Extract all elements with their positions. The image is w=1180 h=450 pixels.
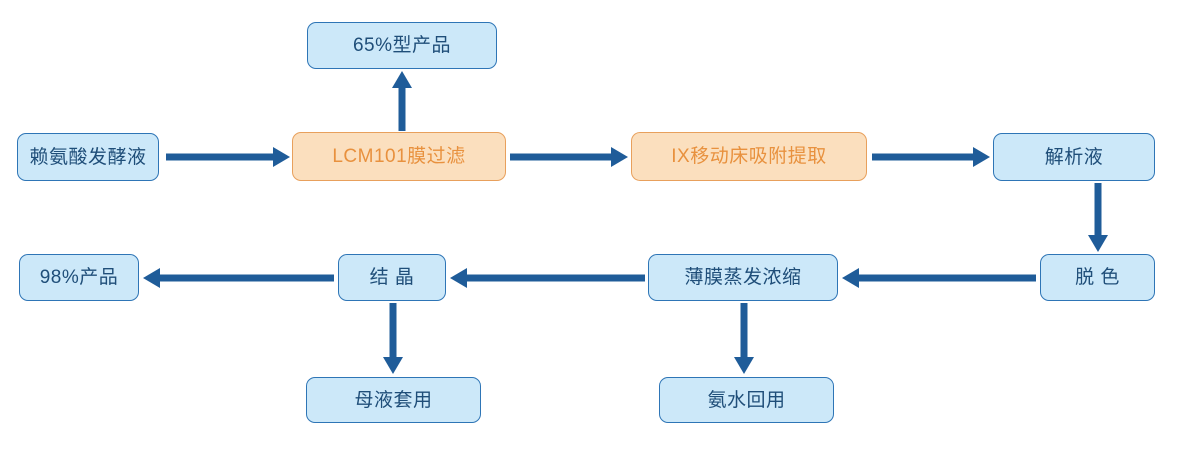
flow-node-n11[interactable]: 98%产品 [19,254,139,301]
flow-node-n1[interactable]: 赖氨酸发酵液 [17,133,159,181]
flow-arrow-e7 [734,303,754,374]
flow-node-label: 脱 色 [1075,267,1120,288]
flow-node-label: LCM101膜过滤 [332,146,466,167]
flow-node-n6[interactable]: 脱 色 [1040,254,1155,301]
flow-node-n2[interactable]: LCM101膜过滤 [292,132,506,181]
flow-node-n5[interactable]: 解析液 [993,133,1155,181]
flow-arrow-e3 [510,147,628,167]
flow-node-label: 98%产品 [39,267,119,288]
flow-node-label: 结 晶 [369,267,415,288]
flow-node-n3[interactable]: 65%型产品 [307,22,497,69]
flow-node-n9[interactable]: 结 晶 [338,254,446,301]
flow-node-n7[interactable]: 薄膜蒸发浓缩 [648,254,838,301]
flow-node-n8[interactable]: 氨水回用 [659,377,834,423]
flow-node-label: 氨水回用 [707,389,786,411]
flow-arrow-e5 [1088,183,1108,252]
flow-node-n10[interactable]: 母液套用 [306,377,481,423]
flow-arrow-e8 [450,268,645,288]
flow-node-label: 解析液 [1044,146,1104,168]
flow-node-n4[interactable]: IX移动床吸附提取 [631,132,867,181]
flow-arrow-e4 [872,147,990,167]
flow-node-label: 母液套用 [354,389,433,411]
flow-arrow-e6 [842,268,1036,288]
flow-node-label: 赖氨酸发酵液 [29,146,147,168]
flow-arrow-e1 [166,147,290,167]
flow-node-label: 65%型产品 [352,35,452,56]
flow-node-label: IX移动床吸附提取 [671,146,827,167]
flow-node-label: 薄膜蒸发浓缩 [684,267,802,288]
flow-arrow-e2 [392,71,412,131]
flow-arrow-e10 [143,268,334,288]
flow-arrow-e9 [383,303,403,374]
